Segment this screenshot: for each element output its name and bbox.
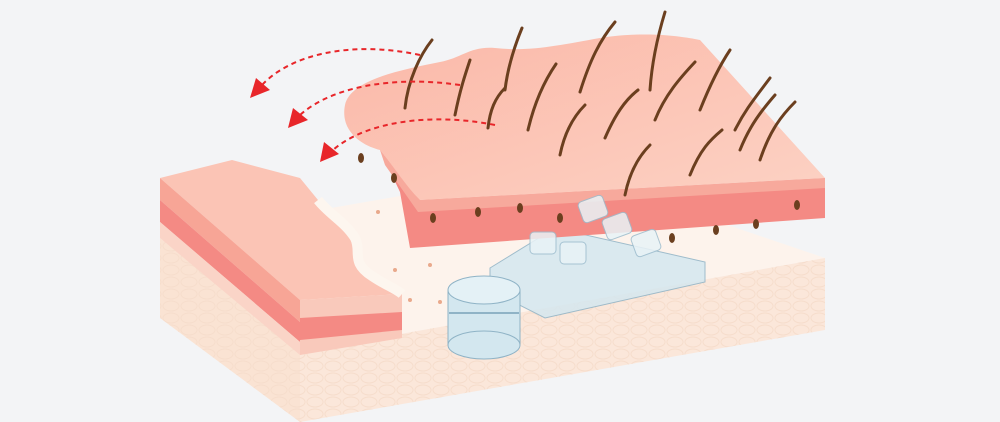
hairs [403, 10, 797, 197]
hair-follicles [358, 153, 800, 243]
arrowheads [250, 78, 339, 162]
tissue-dots [376, 210, 442, 304]
dashed-arrow-icon [261, 48, 496, 151]
punch-device [447, 227, 706, 360]
graft-cups [529, 194, 662, 265]
left-skin-layer [160, 160, 406, 355]
